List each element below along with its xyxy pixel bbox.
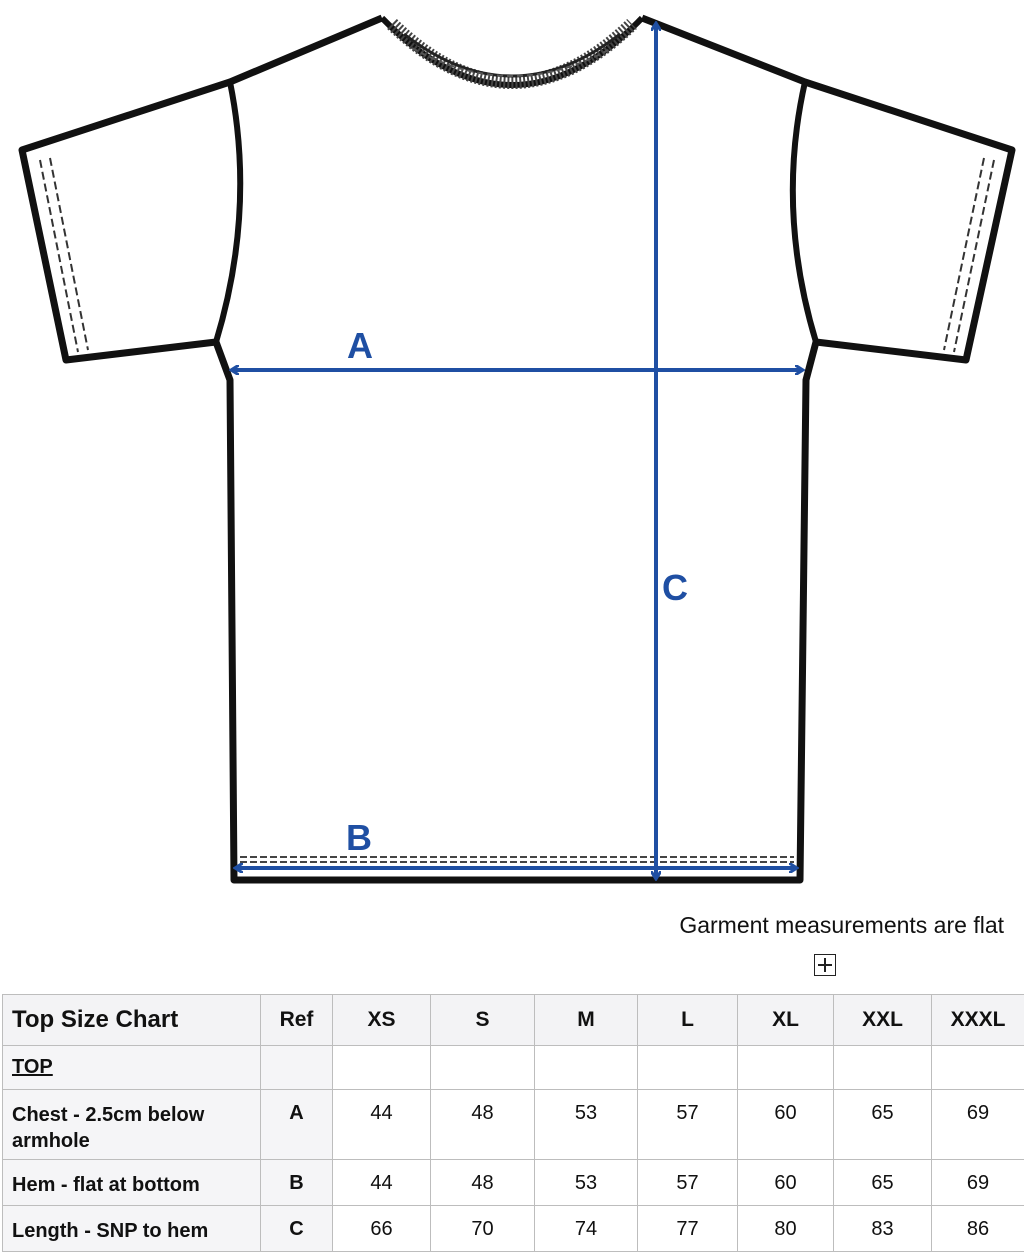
collar-stitch — [411, 47, 613, 77]
label-b: B — [346, 817, 372, 858]
table-cell: 53 — [534, 1159, 638, 1206]
table-cell: 60 — [737, 1089, 834, 1160]
table-cell: 48 — [430, 1159, 535, 1206]
table-cell: 57 — [637, 1089, 738, 1160]
section-row: TOP — [2, 1045, 1024, 1090]
table-header-row: Top Size Chart Ref XS S M L XL XXL XXXL — [2, 994, 1024, 1046]
tshirt-diagram: A B C — [18, 14, 1016, 884]
left-armhole-seam — [213, 81, 244, 343]
collar-inner — [403, 32, 621, 78]
row-label: Length - SNP to hem — [2, 1205, 261, 1252]
table-cell: 44 — [332, 1089, 431, 1160]
right-armhole-seam — [789, 81, 819, 343]
size-header: S — [430, 994, 535, 1046]
measurement-note: Garment measurements are flat — [679, 912, 1004, 938]
row-label: Chest - 2.5cm below armhole — [2, 1089, 261, 1160]
table-cell: 57 — [637, 1159, 738, 1206]
table-cell: 86 — [931, 1205, 1024, 1252]
table-row: Hem - flat at bottom B 44 48 53 57 60 65… — [2, 1159, 1024, 1206]
size-header: XS — [332, 994, 431, 1046]
row-label: Hem - flat at bottom — [2, 1159, 261, 1206]
table-row: Chest - 2.5cm below armhole A 44 48 53 5… — [2, 1089, 1024, 1160]
table-cell: 80 — [737, 1205, 834, 1252]
expand-plus-icon[interactable] — [814, 954, 836, 976]
row-ref: B — [260, 1159, 333, 1206]
table-cell: 74 — [534, 1205, 638, 1252]
table-cell: 69 — [931, 1159, 1024, 1206]
size-header: XXXL — [931, 994, 1024, 1046]
table-cell: 48 — [430, 1089, 535, 1160]
collar-rib — [387, 18, 637, 89]
size-header: XXL — [833, 994, 932, 1046]
table-cell: 65 — [833, 1159, 932, 1206]
label-c: C — [662, 567, 688, 608]
table-row: Length - SNP to hem C 66 70 74 77 80 83 … — [2, 1205, 1024, 1252]
size-header: M — [534, 994, 638, 1046]
table-cell: 66 — [332, 1205, 431, 1252]
table-cell: 77 — [637, 1205, 738, 1252]
ref-header: Ref — [260, 994, 333, 1046]
right-sleeve-stitch — [943, 157, 995, 353]
row-ref: C — [260, 1205, 333, 1252]
table-cell: 53 — [534, 1089, 638, 1160]
hem-stitch — [240, 856, 794, 863]
size-header: L — [637, 994, 738, 1046]
table-title: Top Size Chart — [2, 994, 261, 1046]
row-ref: A — [260, 1089, 333, 1160]
table-cell: 83 — [833, 1205, 932, 1252]
table-cell: 70 — [430, 1205, 535, 1252]
table-cell: 69 — [931, 1089, 1024, 1160]
table-cell: 65 — [833, 1089, 932, 1160]
section-label: TOP — [2, 1045, 261, 1090]
table-cell: 44 — [332, 1159, 431, 1206]
label-a: A — [347, 325, 373, 366]
left-sleeve-stitch — [39, 157, 89, 353]
size-chart-table: Top Size Chart Ref XS S M L XL XXL XXXL … — [2, 994, 1024, 1252]
size-header: XL — [737, 994, 834, 1046]
tshirt-outline — [18, 14, 1016, 884]
table-cell: 60 — [737, 1159, 834, 1206]
